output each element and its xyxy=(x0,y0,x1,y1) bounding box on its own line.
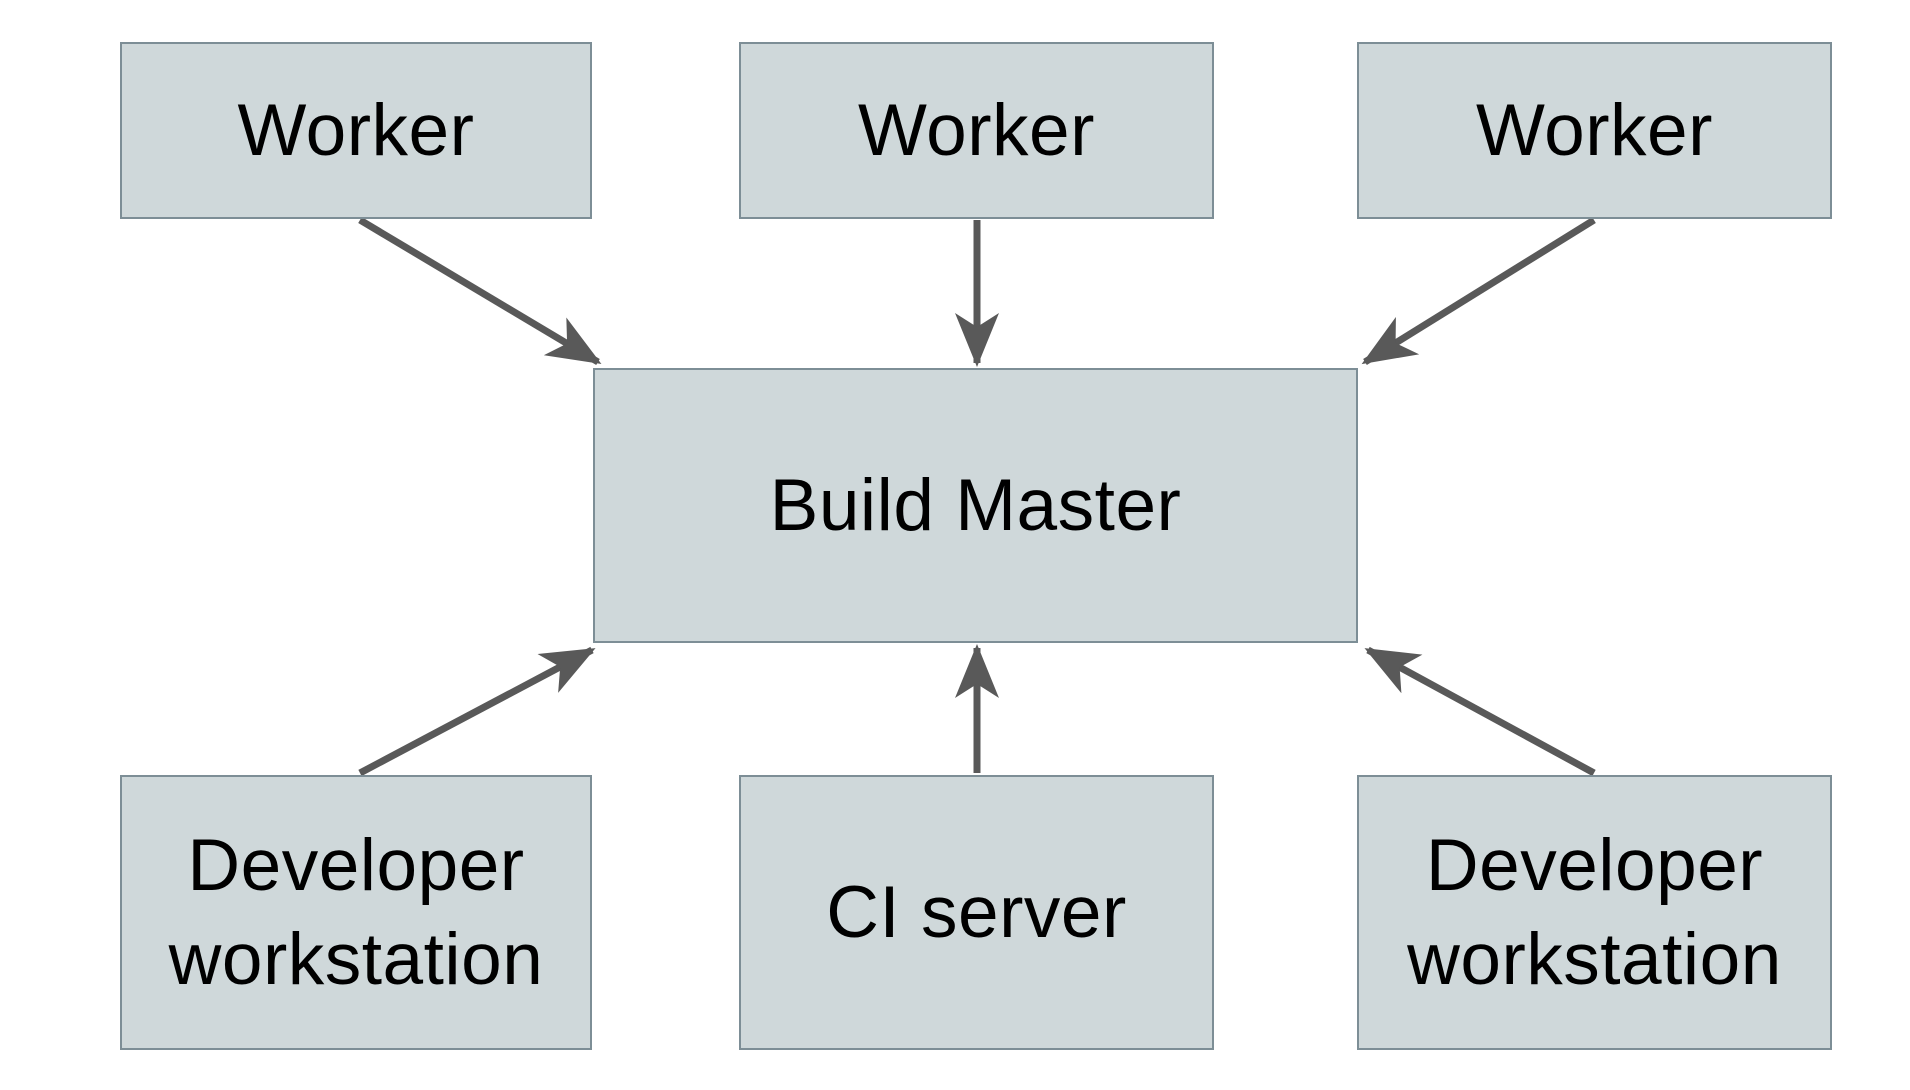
node-worker-left-label: Worker xyxy=(237,89,475,171)
edge-worker-left-to-build-master xyxy=(358,216,602,366)
edge-dev-workstation-left-to-build-master xyxy=(358,646,596,777)
node-worker-right: Worker xyxy=(1357,42,1832,219)
edge-worker-right-to-build-master xyxy=(1361,217,1596,365)
node-developer-workstation-left: Developer workstation xyxy=(120,775,592,1050)
node-worker-right-label: Worker xyxy=(1476,89,1713,171)
edge-dev-workstation-right-to-build-master xyxy=(1364,646,1596,777)
node-worker-left: Worker xyxy=(120,42,592,219)
node-worker-center: Worker xyxy=(739,42,1214,219)
node-developer-workstation-right: Developer workstation xyxy=(1357,775,1832,1050)
node-build-master-label: Build Master xyxy=(769,464,1182,546)
node-build-master: Build Master xyxy=(593,368,1358,643)
node-developer-workstation-left-label: Developer workstation xyxy=(168,825,544,1000)
node-worker-center-label: Worker xyxy=(858,89,1095,171)
node-ci-server-label: CI server xyxy=(826,871,1127,953)
node-developer-workstation-right-label: Developer workstation xyxy=(1407,825,1782,1000)
node-ci-server: CI server xyxy=(739,775,1214,1050)
